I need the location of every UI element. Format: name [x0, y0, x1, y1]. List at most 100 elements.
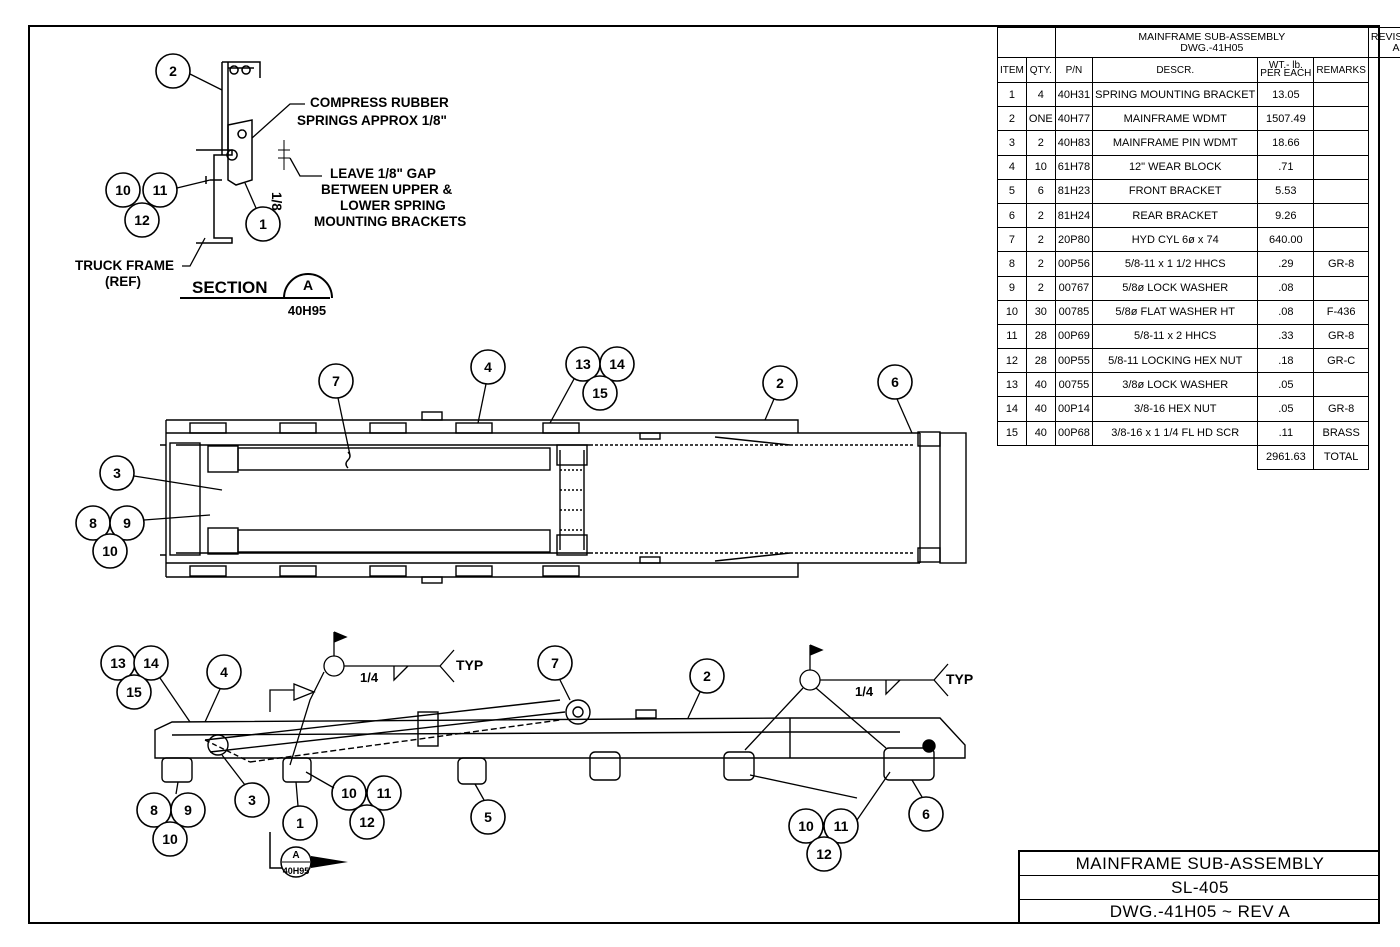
bom-cell-item: 9 — [997, 275, 1027, 301]
title-block-title: MAINFRAME SUB-ASSEMBLY — [1020, 852, 1380, 876]
bom-cell-pn: 81H23 — [1054, 178, 1094, 204]
bom-cell-descr: REAR BRACKET — [1092, 202, 1259, 229]
balloon-item-10: 10 — [331, 775, 367, 811]
bom-cell-qty: 40 — [1025, 420, 1056, 446]
bom-cell-descr: 5/8-11 x 1 1/2 HHCS — [1092, 251, 1259, 277]
svg-text:13: 13 — [110, 655, 126, 671]
bom-cell-item: 10 — [997, 299, 1027, 325]
bom-cell-descr: 3/8ø LOCK WASHER — [1092, 372, 1259, 398]
bom-cell-pn: 00P68 — [1054, 420, 1094, 446]
bom-cell-pn: 00P69 — [1054, 323, 1094, 350]
bom-cell-qty: 2 — [1025, 202, 1056, 229]
bom-header-remarks: REMARKS — [1313, 57, 1369, 83]
bom-cell-qty: 28 — [1025, 323, 1056, 350]
svg-text:3: 3 — [248, 792, 256, 808]
bom-cell-remarks: F-436 — [1313, 299, 1369, 325]
bom-cell-item: 11 — [997, 323, 1027, 350]
bom-revision-letter: A — [1392, 41, 1400, 54]
bom-cell-qty: 2 — [1025, 130, 1056, 156]
svg-text:2: 2 — [703, 668, 711, 684]
gap-note-line4: MOUNTING BRACKETS — [314, 214, 466, 229]
bom-cell-remarks: GR-C — [1313, 348, 1369, 374]
bom-cell-item: 12 — [997, 348, 1027, 374]
bom-cell-qty: 2 — [1025, 275, 1056, 301]
svg-text:9: 9 — [184, 802, 192, 818]
bom-cell-descr: 5/8ø FLAT WASHER HT — [1092, 299, 1259, 325]
bom-cell-wt: .05 — [1257, 372, 1315, 398]
balloon-item-15: 15 — [582, 375, 618, 411]
balloon-item-7: 7 — [318, 363, 354, 399]
bom-cell-pn: 00P55 — [1054, 348, 1094, 374]
svg-text:14: 14 — [609, 356, 625, 372]
bom-cell-remarks — [1313, 154, 1369, 180]
bom-cell-descr: SPRING MOUNTING BRACKET — [1092, 81, 1259, 108]
bom-cell-remarks — [1313, 106, 1369, 132]
bom-cell-remarks — [1313, 227, 1369, 253]
bom-cell-wt: .08 — [1257, 299, 1315, 325]
bom-cell-pn: 40H83 — [1054, 130, 1094, 156]
svg-text:11: 11 — [153, 182, 168, 198]
balloon-item-11: 11 — [142, 172, 178, 208]
bom-cell-descr: HYD CYL 6ø x 74 — [1092, 227, 1259, 253]
svg-text:6: 6 — [922, 806, 930, 822]
bom-cell-remarks: GR-8 — [1313, 396, 1369, 422]
svg-text:1: 1 — [296, 815, 304, 831]
bom-cell-item: 8 — [997, 251, 1027, 277]
bom-cell-descr: 5/8ø LOCK WASHER — [1092, 275, 1259, 301]
balloon-item-5: 5 — [470, 799, 506, 835]
svg-text:14: 14 — [143, 655, 159, 671]
bom-total-value: 2961.63 — [1257, 444, 1315, 471]
bom-cell-item: 1 — [997, 81, 1027, 108]
balloon-item-2: 2 — [155, 53, 191, 89]
section-letter: A — [303, 277, 313, 293]
svg-text:2: 2 — [169, 63, 177, 79]
bom-cell-descr: 5/8-11 x 2 HHCS — [1092, 323, 1259, 350]
svg-text:8: 8 — [150, 802, 158, 818]
weld-size-right: 1/4 — [855, 684, 874, 699]
balloon-item-10: 10 — [105, 172, 141, 208]
truck-frame-label-line2: (REF) — [105, 274, 141, 289]
bom-cell-wt: .05 — [1257, 396, 1315, 422]
weld-size-left: 1/4 — [360, 670, 379, 685]
bom-cell-remarks: GR-8 — [1313, 251, 1369, 277]
bom-cell-descr: 5/8-11 LOCKING HEX NUT — [1092, 348, 1259, 374]
mainframe-side-view — [154, 699, 966, 785]
gap-note-line2: BETWEEN UPPER & — [321, 182, 453, 197]
balloon-item-1: 1 — [245, 206, 281, 242]
balloon-item-6: 6 — [877, 364, 913, 400]
bom-cell-wt: 640.00 — [1257, 227, 1315, 253]
bom-cell-pn: 20P80 — [1054, 227, 1094, 253]
balloon-item-14: 14 — [133, 645, 169, 681]
drawing-sheet-border — [28, 25, 1380, 924]
balloon-item-11: 11 — [823, 808, 859, 844]
svg-text:15: 15 — [592, 385, 608, 401]
balloon-item-15: 15 — [116, 674, 152, 710]
weld-symbol-left — [289, 631, 455, 766]
svg-text:12: 12 — [816, 846, 832, 862]
svg-text:4: 4 — [484, 359, 492, 375]
gap-dimension-label: 1/8 — [269, 192, 284, 211]
bom-cell-pn: 00P56 — [1054, 251, 1094, 277]
bom-cell-remarks — [1313, 81, 1369, 108]
svg-text:8: 8 — [89, 515, 97, 531]
weld-typ-left: TYP — [456, 657, 483, 673]
bom-cell-remarks — [1313, 130, 1369, 156]
bom-footer-blank — [998, 445, 1258, 469]
bom-header-weight-line2: PER EACH — [1260, 68, 1312, 79]
svg-text:11: 11 — [377, 785, 392, 801]
balloon-item-7: 7 — [537, 645, 573, 681]
bom-cell-descr: 3/8-16 HEX NUT — [1092, 396, 1259, 422]
balloon-item-10: 10 — [788, 808, 824, 844]
title-block-drawing: DWG.-41H05 ~ REV A — [1109, 902, 1291, 921]
bom-cell-pn: 00785 — [1054, 299, 1094, 325]
bom-cell-wt: .71 — [1257, 154, 1315, 180]
compress-note-line2: SPRINGS APPROX 1/8" — [297, 113, 447, 128]
section-marker-sheet: 40H95 — [283, 866, 310, 876]
